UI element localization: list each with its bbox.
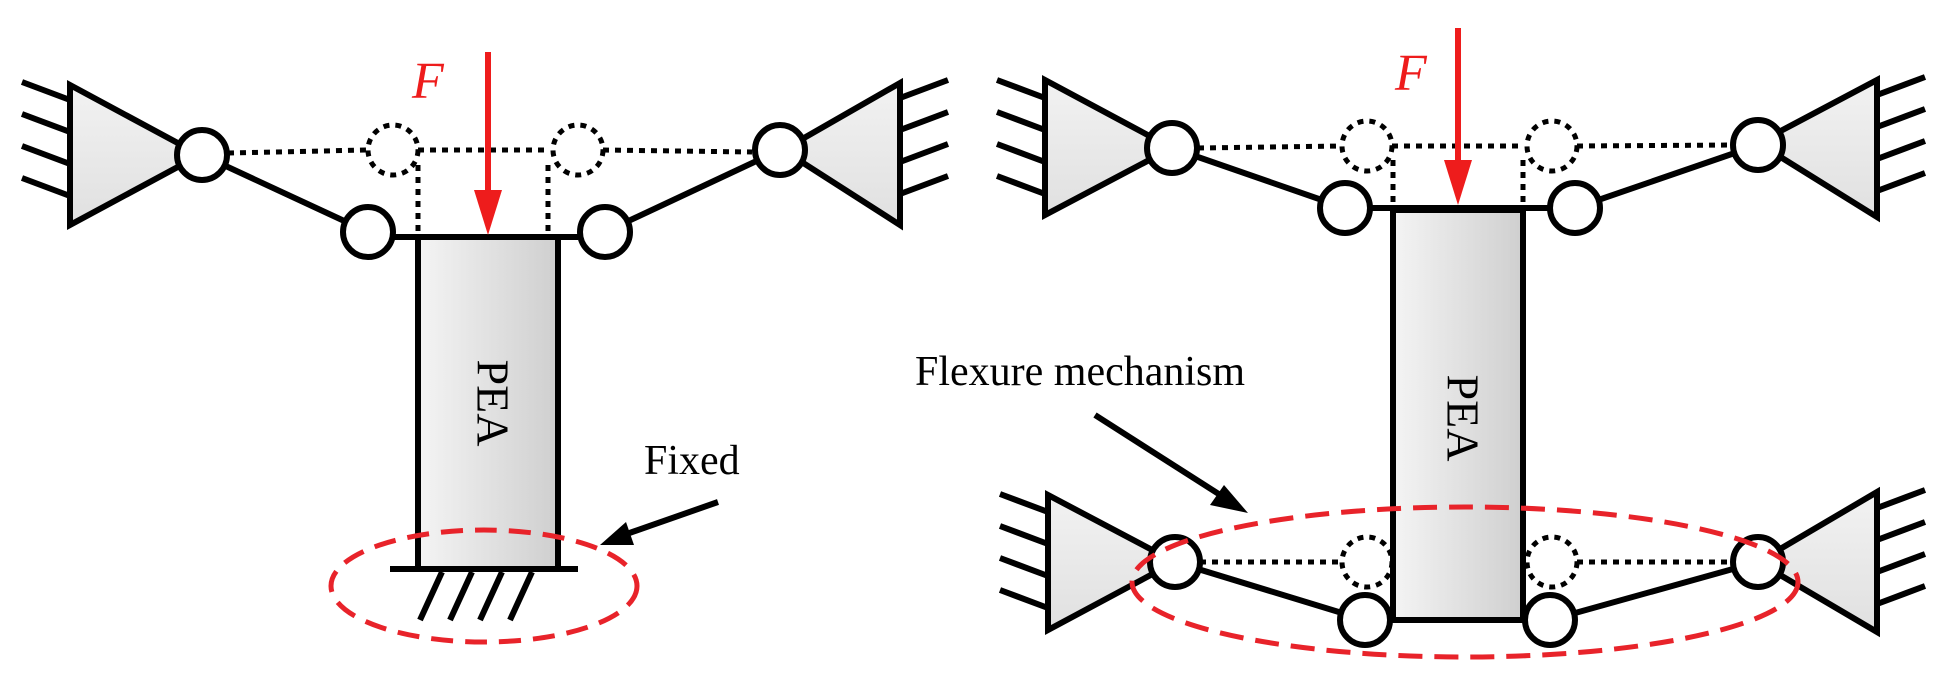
flexure-highlight-ellipse — [1129, 504, 1801, 660]
lower-right-ground-support-icon — [1752, 486, 1927, 638]
hinge-icon — [1730, 117, 1786, 173]
deformed-links — [1171, 142, 1759, 623]
lower-left-ground-support-icon — [998, 490, 1182, 636]
fixed-base-icon — [390, 566, 578, 622]
undeformed-links — [227, 122, 753, 232]
upper-right-ground-support-icon — [1751, 74, 1927, 223]
hinge-icon — [1522, 592, 1578, 648]
hinge-icon — [577, 204, 633, 260]
hinge-icon — [174, 127, 230, 183]
hinge-icon — [1144, 120, 1200, 176]
hinge-icon — [1337, 592, 1393, 648]
pea-label: PEA — [467, 360, 518, 447]
flexure-pointer-arrow-icon — [1093, 412, 1248, 513]
fixed-pointer-arrow-icon — [600, 499, 719, 545]
hinge-icon — [340, 204, 396, 260]
flexure-mechanism-label: Flexure mechanism — [915, 349, 1245, 395]
hinge-icon — [1147, 534, 1203, 590]
hinges — [174, 122, 808, 260]
fixed-label: Fixed — [644, 438, 740, 484]
hinge-icon — [1317, 180, 1373, 236]
hinge-icon — [752, 122, 808, 178]
force-label: F — [1394, 45, 1428, 102]
hinge-icon — [1547, 180, 1603, 236]
force-arrow-icon — [474, 52, 502, 235]
pea-label: PEA — [1437, 375, 1488, 462]
right-panel: PEA F Flexure m — [915, 28, 1927, 660]
left-ground-support-icon — [20, 79, 207, 231]
fixed-highlight-ellipse — [328, 527, 640, 645]
upper-left-ground-support-icon — [995, 74, 1179, 220]
force-label: F — [411, 53, 445, 110]
left-panel: PEA F Fixed — [20, 52, 950, 645]
force-arrow-icon — [1444, 28, 1472, 205]
right-ground-support-icon — [777, 77, 950, 231]
